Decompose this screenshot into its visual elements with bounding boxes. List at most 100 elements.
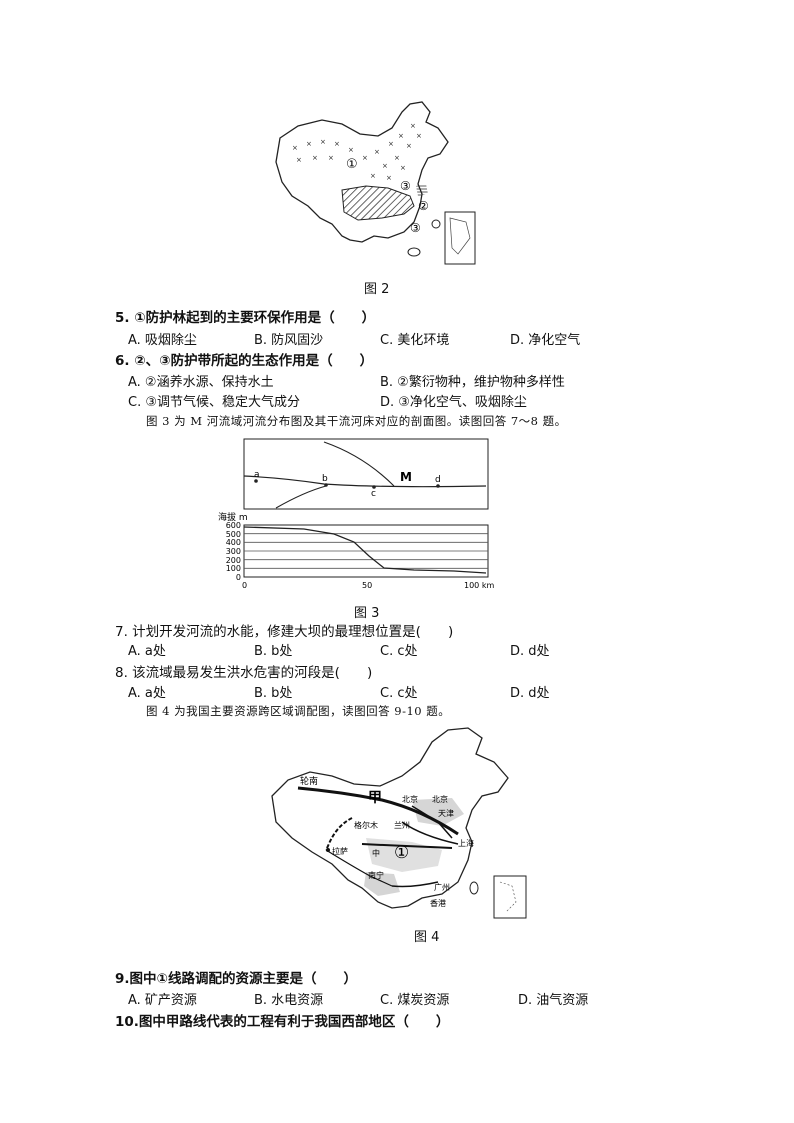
q7-option-c: C. c处	[380, 644, 418, 659]
q8-option-a: A. a处	[128, 686, 166, 701]
figure-2-caption: 图 2	[364, 282, 390, 297]
question-10-stem: 10.图中甲路线代表的工程有利于我国西部地区（ ）	[115, 1014, 450, 1030]
svg-text:×: ×	[400, 164, 406, 172]
svg-text:×: ×	[362, 154, 368, 162]
question-6-stem: 6. ②、③防护带所起的生态作用是（ ）	[115, 353, 374, 369]
label-zhong: 中	[372, 848, 380, 858]
q7-option-a: A. a处	[128, 644, 166, 659]
x-ticks: 0 50 100 km	[242, 581, 494, 590]
route-1	[361, 843, 453, 849]
china-shelterbelt-map: ××××× ×××× ×××× ×××× ××× ① ③ ② ③	[275, 101, 476, 265]
figure-4-map: 轮南 甲 北京 北京 天津 兰州 格尔木 拉萨 ① 中 上海 南宁 广州 香港	[262, 726, 532, 922]
q7-option-b: B. b处	[254, 644, 293, 659]
svg-text:50: 50	[362, 581, 372, 590]
svg-text:×: ×	[374, 148, 380, 156]
svg-text:×: ×	[296, 156, 302, 164]
y-axis-label: 海拔 m	[218, 511, 248, 523]
figure-3: a b c M d 海拔 m 600 500 400 300 200 100 0…	[214, 436, 494, 596]
q5-option-c: C. 美化环境	[380, 333, 450, 348]
q8-option-b: B. b处	[254, 686, 293, 701]
river-profile-figure: a b c M d 海拔 m 600 500 400 300 200 100 0…	[218, 438, 494, 590]
q9-option-d: D. 油气资源	[518, 993, 589, 1008]
q5-option-b: B. 防风固沙	[254, 333, 324, 348]
label-geermu: 格尔木	[354, 820, 378, 830]
label-lanzhou: 兰州	[394, 820, 410, 830]
svg-text:×: ×	[306, 140, 312, 148]
map-label-c: c	[371, 489, 376, 499]
svg-text:×: ×	[394, 154, 400, 162]
q6-option-a: A. ②涵养水源、保持水土	[128, 375, 274, 390]
svg-text:200: 200	[226, 556, 241, 565]
question-7-stem: 7. 计划开发河流的水能，修建大坝的最理想位置是( )	[115, 624, 454, 640]
label-shanghai: 上海	[458, 838, 474, 848]
q6-option-d: D. ③净化空气、吸烟除尘	[380, 395, 527, 410]
resource-transfer-map: 轮南 甲 北京 北京 天津 兰州 格尔木 拉萨 ① 中 上海 南宁 广州 香港	[271, 727, 527, 919]
svg-text:×: ×	[370, 172, 376, 180]
map-label-b: b	[322, 474, 328, 484]
map-label-a: a	[254, 470, 260, 480]
question-8-stem: 8. 该流域最易发生洪水危害的河段是( )	[115, 665, 373, 681]
q6-option-b: B. ②繁衍物种，维护物种多样性	[380, 375, 565, 390]
q9-option-b: B. 水电资源	[254, 993, 324, 1008]
figure-3-intro: 图 3 为 M 河流域河流分布图及其干流河床对应的剖面图。读图回答 7～8 题。	[146, 414, 567, 428]
profile-gridlines	[244, 533, 488, 569]
china-outline	[275, 101, 449, 243]
question-9-stem: 9.图中①线路调配的资源主要是（ ）	[115, 971, 357, 987]
svg-text:×: ×	[328, 154, 334, 162]
label-tianjin: 天津	[438, 808, 454, 818]
svg-text:×: ×	[398, 132, 404, 140]
svg-text:×: ×	[386, 174, 392, 182]
label-nanning: 南宁	[368, 870, 384, 880]
figure-4-caption: 图 4	[414, 930, 440, 945]
svg-text:×: ×	[382, 162, 388, 170]
question-5-stem: 5. ①防护林起到的主要环保作用是（ ）	[115, 310, 376, 326]
svg-text:×: ×	[292, 144, 298, 152]
label-jia: 甲	[368, 790, 382, 806]
q5-option-a: A. 吸烟除尘	[128, 333, 197, 348]
svg-text:×: ×	[348, 146, 354, 154]
tributary-lower	[275, 485, 327, 509]
label-2: ②	[418, 199, 429, 213]
label-1: ①	[346, 157, 358, 172]
q8-option-c: C. c处	[380, 686, 418, 701]
route-qinghai-tibet	[325, 817, 353, 851]
svg-text:×: ×	[416, 132, 422, 140]
y-ticks: 600 500 400 300 200 100 0	[226, 521, 241, 582]
label-lunnan: 轮南	[300, 775, 318, 787]
label-beijing: 北京	[402, 794, 418, 804]
shelterbelt-1-marks: ××××× ×××× ×××× ×××× ×××	[292, 122, 422, 182]
shelterbelt-2-area	[341, 185, 415, 221]
figure-2-map: ××××× ×××× ×××× ×××× ××× ① ③ ② ③	[270, 98, 480, 268]
q6-option-c: C. ③调节气候、稳定大气成分	[128, 395, 300, 410]
map-label-m: M	[400, 470, 412, 484]
svg-text:500: 500	[226, 530, 241, 539]
svg-text:×: ×	[410, 122, 416, 130]
svg-text:×: ×	[320, 138, 326, 146]
svg-text:×: ×	[312, 154, 318, 162]
svg-text:0: 0	[236, 573, 241, 582]
svg-text:×: ×	[334, 140, 340, 148]
svg-text:600: 600	[226, 521, 241, 530]
q5-option-d: D. 净化空气	[510, 333, 581, 348]
label-beijing-2: 北京	[432, 794, 448, 804]
q7-option-d: D. d处	[510, 644, 550, 659]
map-label-d: d	[435, 475, 441, 485]
label-lhasa: 拉萨	[332, 846, 348, 856]
q9-option-a: A. 矿产资源	[128, 993, 197, 1008]
svg-text:100: 100	[226, 564, 241, 573]
svg-text:400: 400	[226, 538, 241, 547]
svg-text:0: 0	[242, 581, 247, 590]
q9-option-c: C. 煤炭资源	[380, 993, 450, 1008]
china-outline	[271, 727, 509, 909]
label-guangzhou: 广州	[434, 882, 450, 892]
label-3a: ③	[400, 179, 411, 193]
svg-text:×: ×	[388, 140, 394, 148]
svg-text:300: 300	[226, 547, 241, 556]
riverbed-profile-line	[243, 526, 487, 574]
label-circle-1: ①	[394, 843, 409, 863]
label-3b: ③	[410, 221, 421, 235]
svg-text:×: ×	[406, 142, 412, 150]
svg-text:100 km: 100 km	[464, 581, 494, 590]
tributary-upper	[323, 441, 395, 487]
figure-3-caption: 图 3	[354, 606, 380, 621]
